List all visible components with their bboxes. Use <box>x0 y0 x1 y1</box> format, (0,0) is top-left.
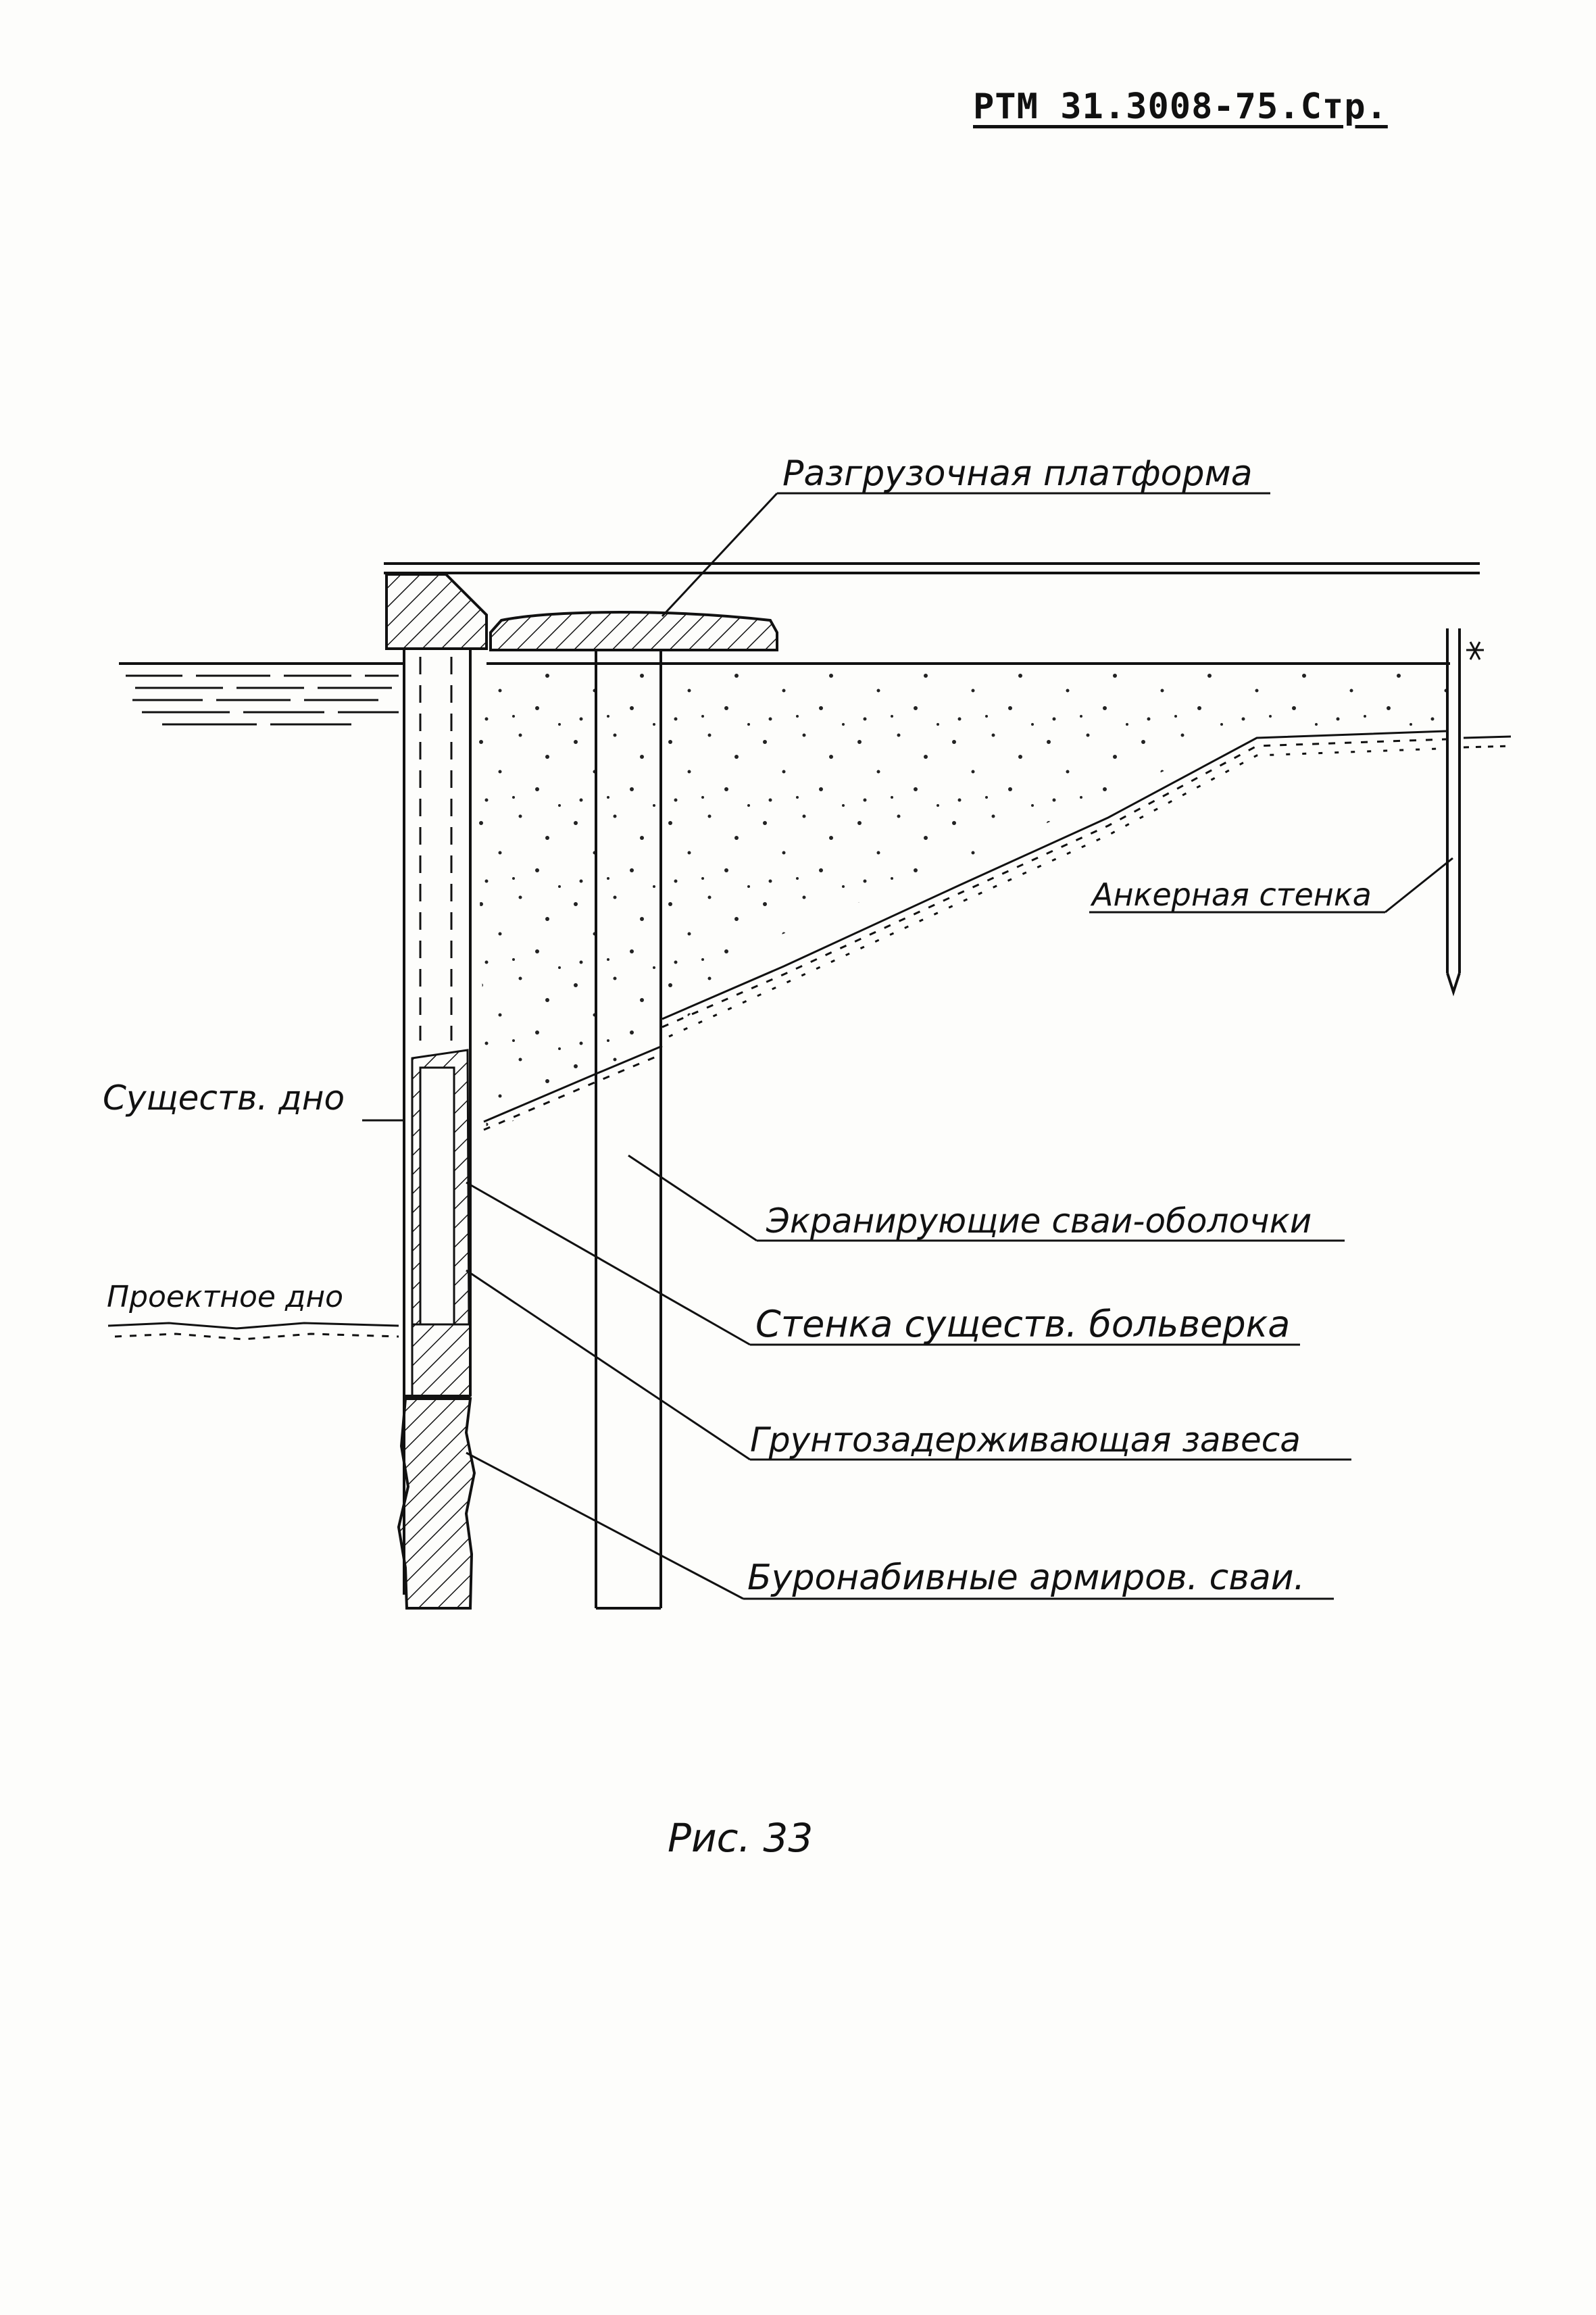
document-header: РТМ 31.3008-75.Стр. <box>973 86 1388 127</box>
unloading-platform-slab <box>489 611 778 651</box>
label-existing-bottom: Существ. дно <box>103 1078 345 1118</box>
curtain-inner <box>419 1066 455 1326</box>
figure-caption: Рис. 33 <box>668 1815 813 1861</box>
label-unloading-platform: Разгрузочная платформа <box>782 453 1253 494</box>
bulkhead-cap-beam <box>385 573 488 650</box>
bored-reinforced-pile <box>397 1397 476 1610</box>
water-surface <box>119 662 1450 726</box>
curtain-base <box>411 1323 472 1397</box>
sand-backfill <box>473 665 1446 1135</box>
label-design-bottom: Проектное дно <box>107 1280 343 1314</box>
label-bored-piles: Буронабивные армиров. сваи. <box>747 1558 1305 1598</box>
label-anchor-wall: Анкерная стенка <box>1090 876 1372 913</box>
label-screening-shell-piles: Экранирующие сваи-оболочки <box>766 1201 1312 1241</box>
screening-shell-pile <box>595 650 662 1610</box>
leader-lines <box>362 492 1453 1600</box>
label-bulkhead-wall: Стенка существ. больверка <box>755 1303 1290 1345</box>
anchor-wall <box>1446 628 1512 997</box>
deck-lines <box>384 562 1480 574</box>
design-bottom-line <box>107 1322 399 1341</box>
label-soil-retaining-curtain: Грунтозадерживающая завеса <box>750 1420 1301 1460</box>
